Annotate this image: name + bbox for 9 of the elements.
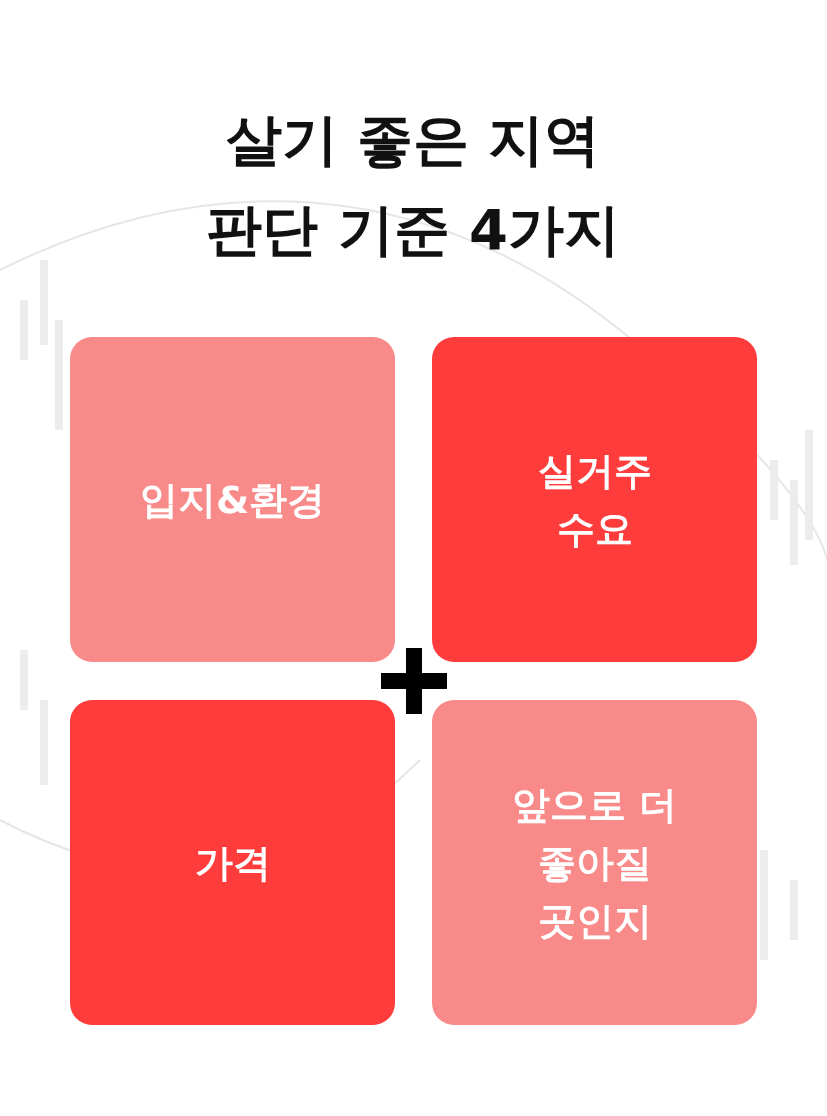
box-label: 입지&환경 [139, 476, 326, 524]
title: 살기 좋은 지역 판단 기준 4가지 [205, 106, 621, 264]
category-box [432, 700, 757, 1025]
box-label: 가격 [194, 839, 271, 887]
box-label: 앞으로 더 좋아질 곳인지 [510, 781, 679, 945]
box-label: 실거주 수요 [536, 447, 653, 553]
category-box [70, 337, 395, 662]
category-box [70, 700, 395, 1025]
category-box [432, 337, 757, 662]
